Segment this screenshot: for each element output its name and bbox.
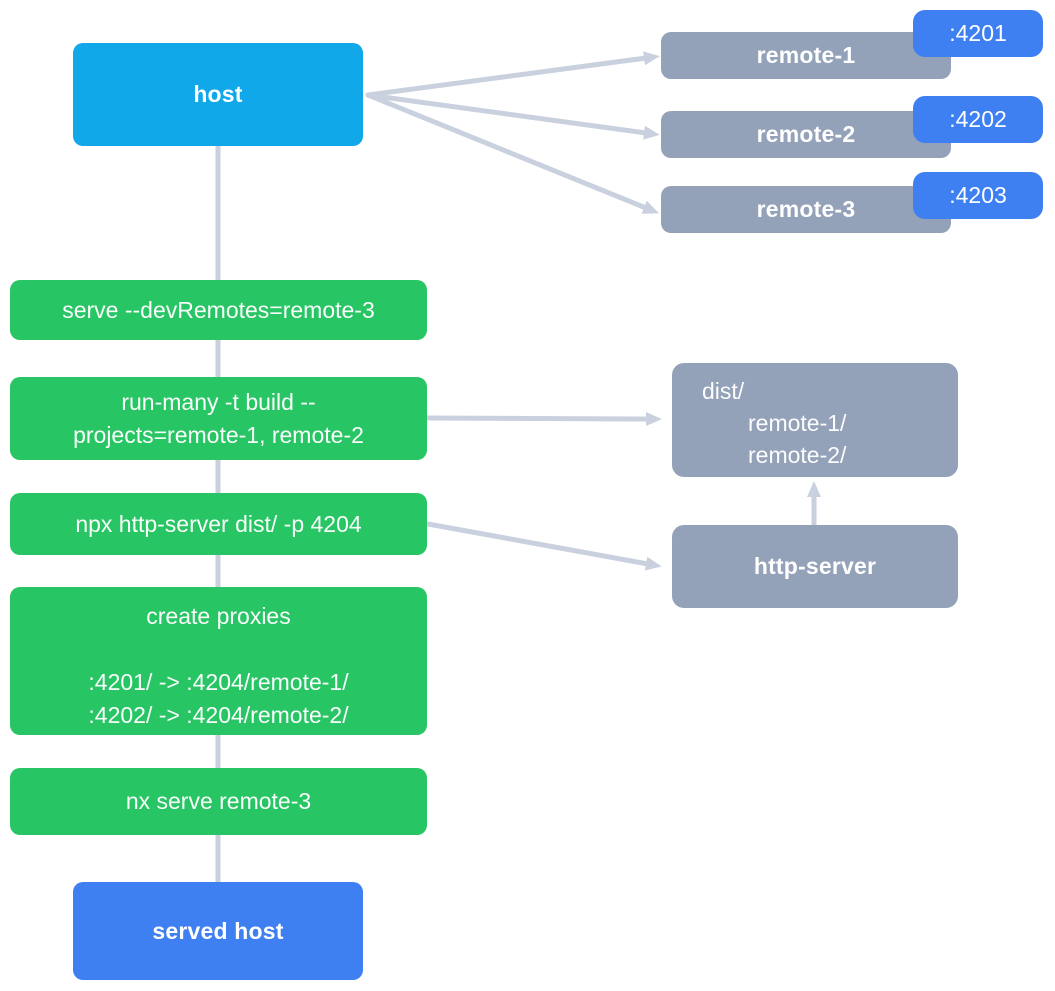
remote-3-node: remote-3 bbox=[661, 186, 951, 233]
dist-folder-remote-1: remote-1/ bbox=[748, 410, 847, 436]
create-proxies-line-1: :4201/ -> :4204/remote-1/ bbox=[88, 669, 349, 695]
command-run-many-build: run-many -t build -- projects=remote-1, … bbox=[10, 377, 427, 460]
http-server-label: http-server bbox=[753, 553, 877, 579]
command-run-many-line-2: projects=remote-1, remote-2 bbox=[73, 421, 364, 448]
port-badge-4201-label: :4201 bbox=[949, 20, 1007, 46]
remote-1-node: remote-1 bbox=[661, 32, 951, 79]
remote-1-label: remote-1 bbox=[756, 42, 856, 68]
arrow-npx-to-http-server bbox=[425, 521, 662, 571]
command-serve-dev-remotes: serve --devRemotes=remote-3 bbox=[10, 280, 427, 340]
served-host-node: served host bbox=[73, 882, 363, 980]
arrow-host-to-remote-2 bbox=[365, 92, 660, 140]
command-create-proxies: create proxies :4201/ -> :4204/remote-1/… bbox=[10, 587, 427, 735]
port-badge-4202-label: :4202 bbox=[949, 106, 1007, 132]
served-host-label: served host bbox=[152, 917, 284, 944]
http-server-node: http-server bbox=[672, 525, 958, 608]
port-badge-4202: :4202 bbox=[913, 96, 1043, 143]
host-node: host bbox=[73, 43, 363, 146]
remote-2-node: remote-2 bbox=[661, 111, 951, 158]
port-badge-4201: :4201 bbox=[913, 10, 1043, 57]
create-proxies-line-2: :4202/ -> :4204/remote-2/ bbox=[88, 702, 349, 728]
command-run-many-line-1: run-many -t build -- bbox=[121, 388, 316, 415]
command-npx-text: npx http-server dist/ -p 4204 bbox=[75, 510, 362, 537]
dist-folder-root: dist/ bbox=[702, 378, 745, 404]
command-nx-serve-text: nx serve remote-3 bbox=[125, 788, 312, 814]
remote-2-label: remote-2 bbox=[756, 121, 856, 147]
arrow-host-to-remote-3 bbox=[365, 92, 659, 214]
host-label: host bbox=[193, 81, 243, 107]
arrow-host-to-remote-1 bbox=[365, 51, 660, 98]
port-badge-4203-label: :4203 bbox=[949, 182, 1007, 208]
create-proxies-title: create proxies bbox=[146, 603, 291, 629]
command-serve-text: serve --devRemotes=remote-3 bbox=[62, 296, 375, 323]
dist-folder-node: dist/ remote-1/ remote-2/ bbox=[672, 363, 958, 477]
remote-3-label: remote-3 bbox=[756, 196, 856, 222]
dist-folder-remote-2: remote-2/ bbox=[748, 442, 847, 468]
command-nx-serve-remote-3: nx serve remote-3 bbox=[10, 768, 427, 835]
port-badge-4203: :4203 bbox=[913, 172, 1043, 219]
arrow-run-many-to-dist bbox=[425, 411, 662, 426]
command-npx-http-server: npx http-server dist/ -p 4204 bbox=[10, 493, 427, 555]
